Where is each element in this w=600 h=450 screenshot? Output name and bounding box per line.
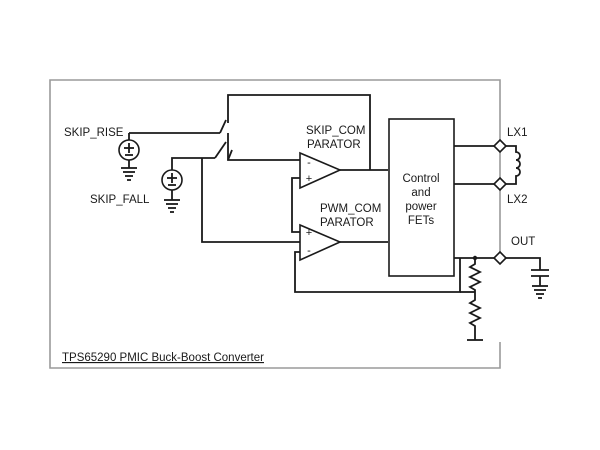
lx2-label: LX2	[507, 194, 527, 206]
control-block-line3: power	[405, 201, 436, 213]
control-block-line4: FETs	[408, 215, 434, 227]
skip-plus-sign: +	[306, 173, 312, 185]
skip-fall-label: SKIP_FALL	[90, 194, 150, 206]
inductor-network	[454, 138, 521, 192]
skip-minus-sign: -	[307, 157, 311, 169]
output-capacitor	[531, 269, 549, 299]
skip-comparator	[291, 151, 388, 213]
control-block-line2: and	[411, 187, 430, 199]
skip-rise-source	[118, 133, 140, 181]
control-block-line1: Control	[402, 173, 439, 185]
ground-symbol	[121, 167, 137, 181]
pwm-minus-sign: -	[307, 245, 311, 257]
lx2-pin	[492, 176, 508, 192]
lx1-label: LX1	[507, 127, 527, 139]
skip-rise-label: SKIP_RISE	[64, 127, 124, 139]
skip-comparator-label-line1: SKIP_COM	[306, 125, 365, 137]
chip-boundary	[49, 79, 501, 369]
lx1-pin	[492, 138, 508, 154]
output-network	[454, 250, 549, 341]
pwm-comparator-label-line2: PARATOR	[320, 217, 374, 229]
skip-select-switch	[129, 94, 371, 170]
ground-symbol	[164, 199, 180, 213]
diagram-caption: TPS65290 PMIC Buck-Boost Converter	[62, 352, 264, 364]
control-block: Control and power FETs	[388, 118, 455, 277]
skip-comparator-label-line2: PARATOR	[307, 139, 361, 151]
feedback-divider	[460, 258, 483, 341]
out-pin	[492, 250, 508, 266]
skip-fall-source	[161, 167, 183, 213]
pwm-comparator	[201, 158, 461, 293]
pwm-comparator-label-line1: PWM_COM	[320, 203, 381, 215]
out-label: OUT	[511, 236, 535, 248]
pwm-plus-sign: +	[306, 227, 312, 239]
